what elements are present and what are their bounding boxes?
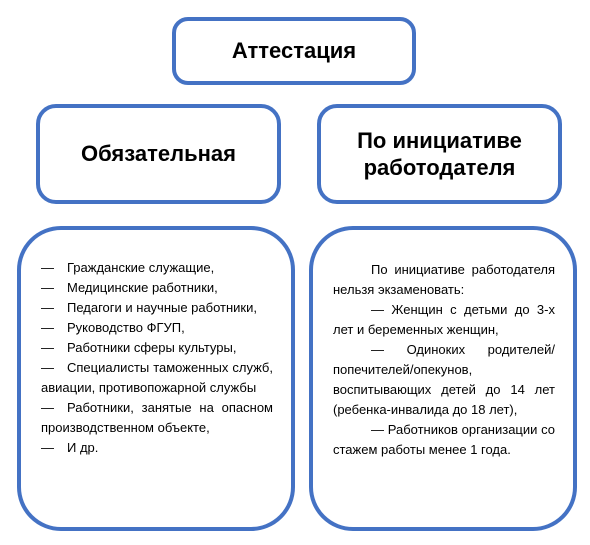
attestation-title-box: Аттестация bbox=[172, 17, 416, 85]
list-item-text: Медицинские работники, bbox=[67, 280, 218, 295]
employer-initiative-title-line1: По инициативе bbox=[357, 127, 522, 153]
mandatory-list: — Гражданские служащие, — Медицинские рабо… bbox=[41, 258, 273, 458]
list-item-text: Педагоги и научные работники, bbox=[67, 300, 257, 315]
employer-restrictions-box: По инициативе работодателя нельзя экзаме… bbox=[309, 226, 577, 531]
list-item-text: И др. bbox=[67, 440, 99, 455]
list-item-text: Гражданские служащие, bbox=[67, 260, 215, 275]
list-item-text: Одиноких родителей/попечителей/опекунов,… bbox=[333, 342, 555, 417]
dash-marker: — bbox=[371, 302, 384, 317]
list-item-text: Руководство ФГУП, bbox=[67, 320, 185, 335]
dash-marker: — bbox=[41, 280, 54, 295]
list-item: — Руководство ФГУП, bbox=[41, 318, 273, 338]
dash-marker: — bbox=[41, 360, 54, 375]
mandatory-list-box: — Гражданские служащие, — Медицинские рабо… bbox=[17, 226, 295, 531]
dash-marker: — bbox=[41, 320, 54, 335]
restrictions-intro: По инициативе работодателя нельзя экзаме… bbox=[333, 262, 555, 297]
dash-marker: — bbox=[41, 400, 54, 415]
mandatory-title: Обязательная bbox=[81, 141, 236, 167]
list-item: —Специалисты таможенных служб, авиации, … bbox=[41, 358, 273, 398]
employer-initiative-title-line2: работодателя bbox=[363, 155, 516, 180]
list-item: — Медицинские работники, bbox=[41, 278, 273, 298]
dash-marker: — bbox=[41, 260, 54, 275]
list-item: — И др. bbox=[41, 438, 273, 458]
dash-marker: — bbox=[371, 422, 384, 437]
dash-marker: — bbox=[41, 340, 54, 355]
list-item: — Одиноких родителей/попечителей/опекуно… bbox=[333, 340, 555, 420]
list-item: — Педагоги и научные работники, bbox=[41, 298, 273, 318]
list-item-text: Работники сферы культуры, bbox=[67, 340, 237, 355]
attestation-title: Аттестация bbox=[231, 38, 357, 64]
list-item-text: Женщин с детьми до 3-х лет и беременных … bbox=[333, 302, 555, 337]
dash-marker: — bbox=[371, 342, 384, 357]
dash-marker: — bbox=[41, 300, 54, 315]
dash-marker: — bbox=[41, 440, 54, 455]
list-item-text: Работники, занятые на опасном производст… bbox=[41, 400, 273, 435]
list-item: — Женщин с детьми до 3-х лет и беременны… bbox=[333, 300, 555, 340]
list-item-text: Работников организации со стажем работы … bbox=[333, 422, 555, 457]
list-item: — Гражданские служащие, bbox=[41, 258, 273, 278]
employer-initiative-box: По инициативе работодателя bbox=[317, 104, 562, 204]
list-item-text: Специалисты таможенных служб, авиации, п… bbox=[41, 360, 273, 395]
list-item: — Работники сферы культуры, bbox=[41, 338, 273, 358]
employer-restrictions-text: По инициативе работодателя нельзя экзаме… bbox=[333, 260, 555, 460]
employer-initiative-title: По инициативе работодателя bbox=[357, 127, 522, 182]
mandatory-box: Обязательная bbox=[36, 104, 281, 204]
list-item: —Работники, занятые на опасном производс… bbox=[41, 398, 273, 438]
list-item: — Работников организации со стажем работ… bbox=[333, 420, 555, 460]
